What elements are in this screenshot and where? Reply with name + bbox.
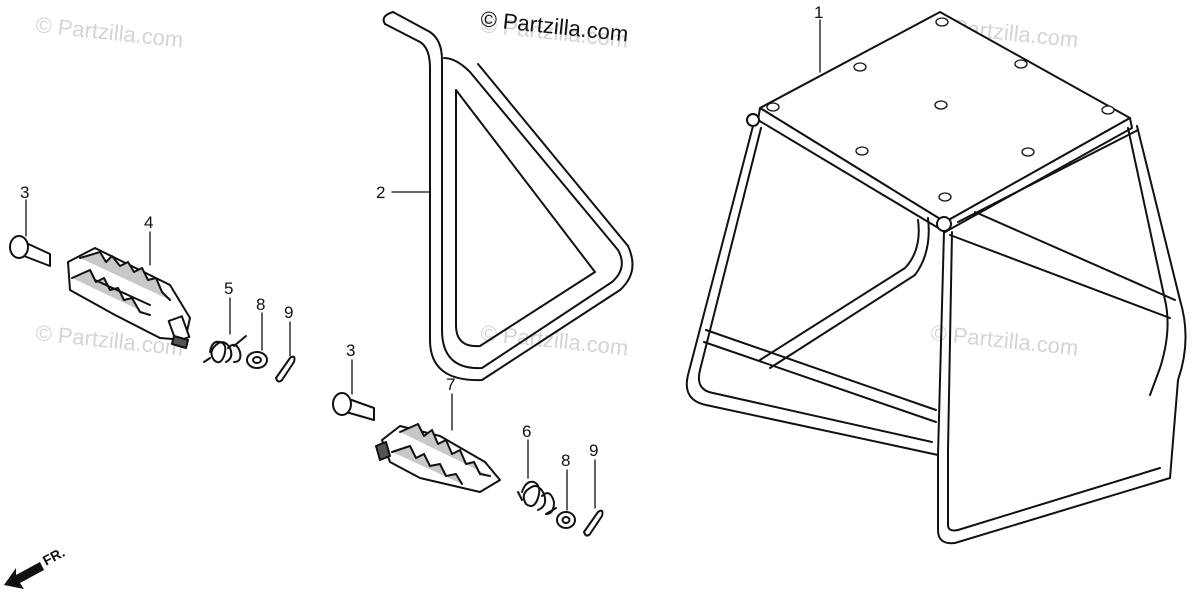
footpeg-left-drawing (67, 247, 191, 349)
washer-right-drawing (556, 511, 576, 529)
front-direction-indicator: FR. (4, 544, 67, 589)
spring-left-drawing (203, 335, 247, 364)
side-stand-drawing (382, 11, 634, 382)
watermark: © Partzilla.com (929, 320, 1079, 360)
front-direction-label: FR. (40, 544, 67, 569)
watermark: © Partzilla.com (34, 12, 184, 52)
spring-right-drawing (517, 480, 557, 515)
callout-9-left: 9 (284, 303, 293, 322)
pin-left-drawing (9, 235, 51, 267)
callout-1: 1 (814, 3, 823, 22)
front-arrow-icon (4, 562, 44, 589)
stand-drawing (685, 11, 1187, 545)
callout-3-left: 3 (20, 183, 29, 202)
callout-9-right: 9 (589, 441, 598, 460)
callout-8-left: 8 (256, 295, 265, 314)
footpeg-right-drawing (375, 423, 501, 493)
callout-7: 7 (446, 375, 455, 394)
cotter-right-drawing (583, 509, 604, 537)
washer-left-drawing (246, 351, 268, 369)
stand-bolts (766, 17, 1115, 202)
callout-3-right: 3 (346, 341, 355, 360)
cotter-left-drawing (275, 355, 296, 383)
callout-4: 4 (144, 213, 153, 232)
pin-right-drawing (332, 392, 375, 421)
callout-2: 2 (376, 183, 385, 202)
callout-8-right: 8 (561, 451, 570, 470)
callout-5: 5 (224, 279, 233, 298)
callout-6: 6 (522, 422, 531, 441)
